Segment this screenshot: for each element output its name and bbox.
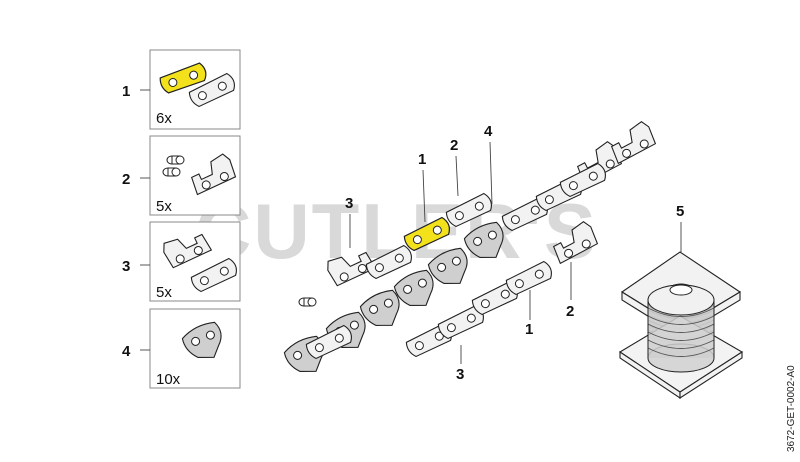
legend-quantity-3: 5x bbox=[156, 284, 172, 301]
legend-item-3: 3 5x bbox=[122, 221, 241, 302]
callout-label: 4 bbox=[484, 123, 493, 140]
drawing-code: 3672-GET-0002-A0 bbox=[786, 365, 797, 452]
legend-quantity-4: 10x bbox=[156, 371, 181, 388]
legend-number-2: 2 bbox=[122, 171, 130, 188]
legend-number-3: 3 bbox=[122, 258, 130, 275]
callout-group: 1 2 4 3 1 2 3 5 bbox=[345, 123, 684, 383]
legend-quantity-1: 6x bbox=[156, 110, 172, 127]
callout-label: 5 bbox=[676, 203, 684, 220]
callout-label: 1 bbox=[418, 151, 426, 168]
legend-item-2: 2 5x bbox=[122, 135, 241, 216]
rivet-icon bbox=[162, 167, 181, 177]
callout-label: 2 bbox=[450, 137, 458, 154]
legend-number-4: 4 bbox=[122, 343, 131, 360]
callout-label: 3 bbox=[456, 366, 464, 383]
rivet-icon bbox=[298, 297, 317, 307]
chain-spool-icon bbox=[618, 251, 744, 400]
callout-label: 1 bbox=[525, 321, 533, 338]
legend-quantity-2: 5x bbox=[156, 198, 172, 215]
callout-label: 3 bbox=[345, 195, 353, 212]
rivet-icon bbox=[166, 155, 185, 165]
legend-item-4: 4 10x bbox=[122, 308, 241, 389]
legend-item-1: 1 6x bbox=[122, 49, 241, 130]
callout-label: 2 bbox=[566, 303, 574, 320]
legend-number-1: 1 bbox=[122, 83, 130, 100]
